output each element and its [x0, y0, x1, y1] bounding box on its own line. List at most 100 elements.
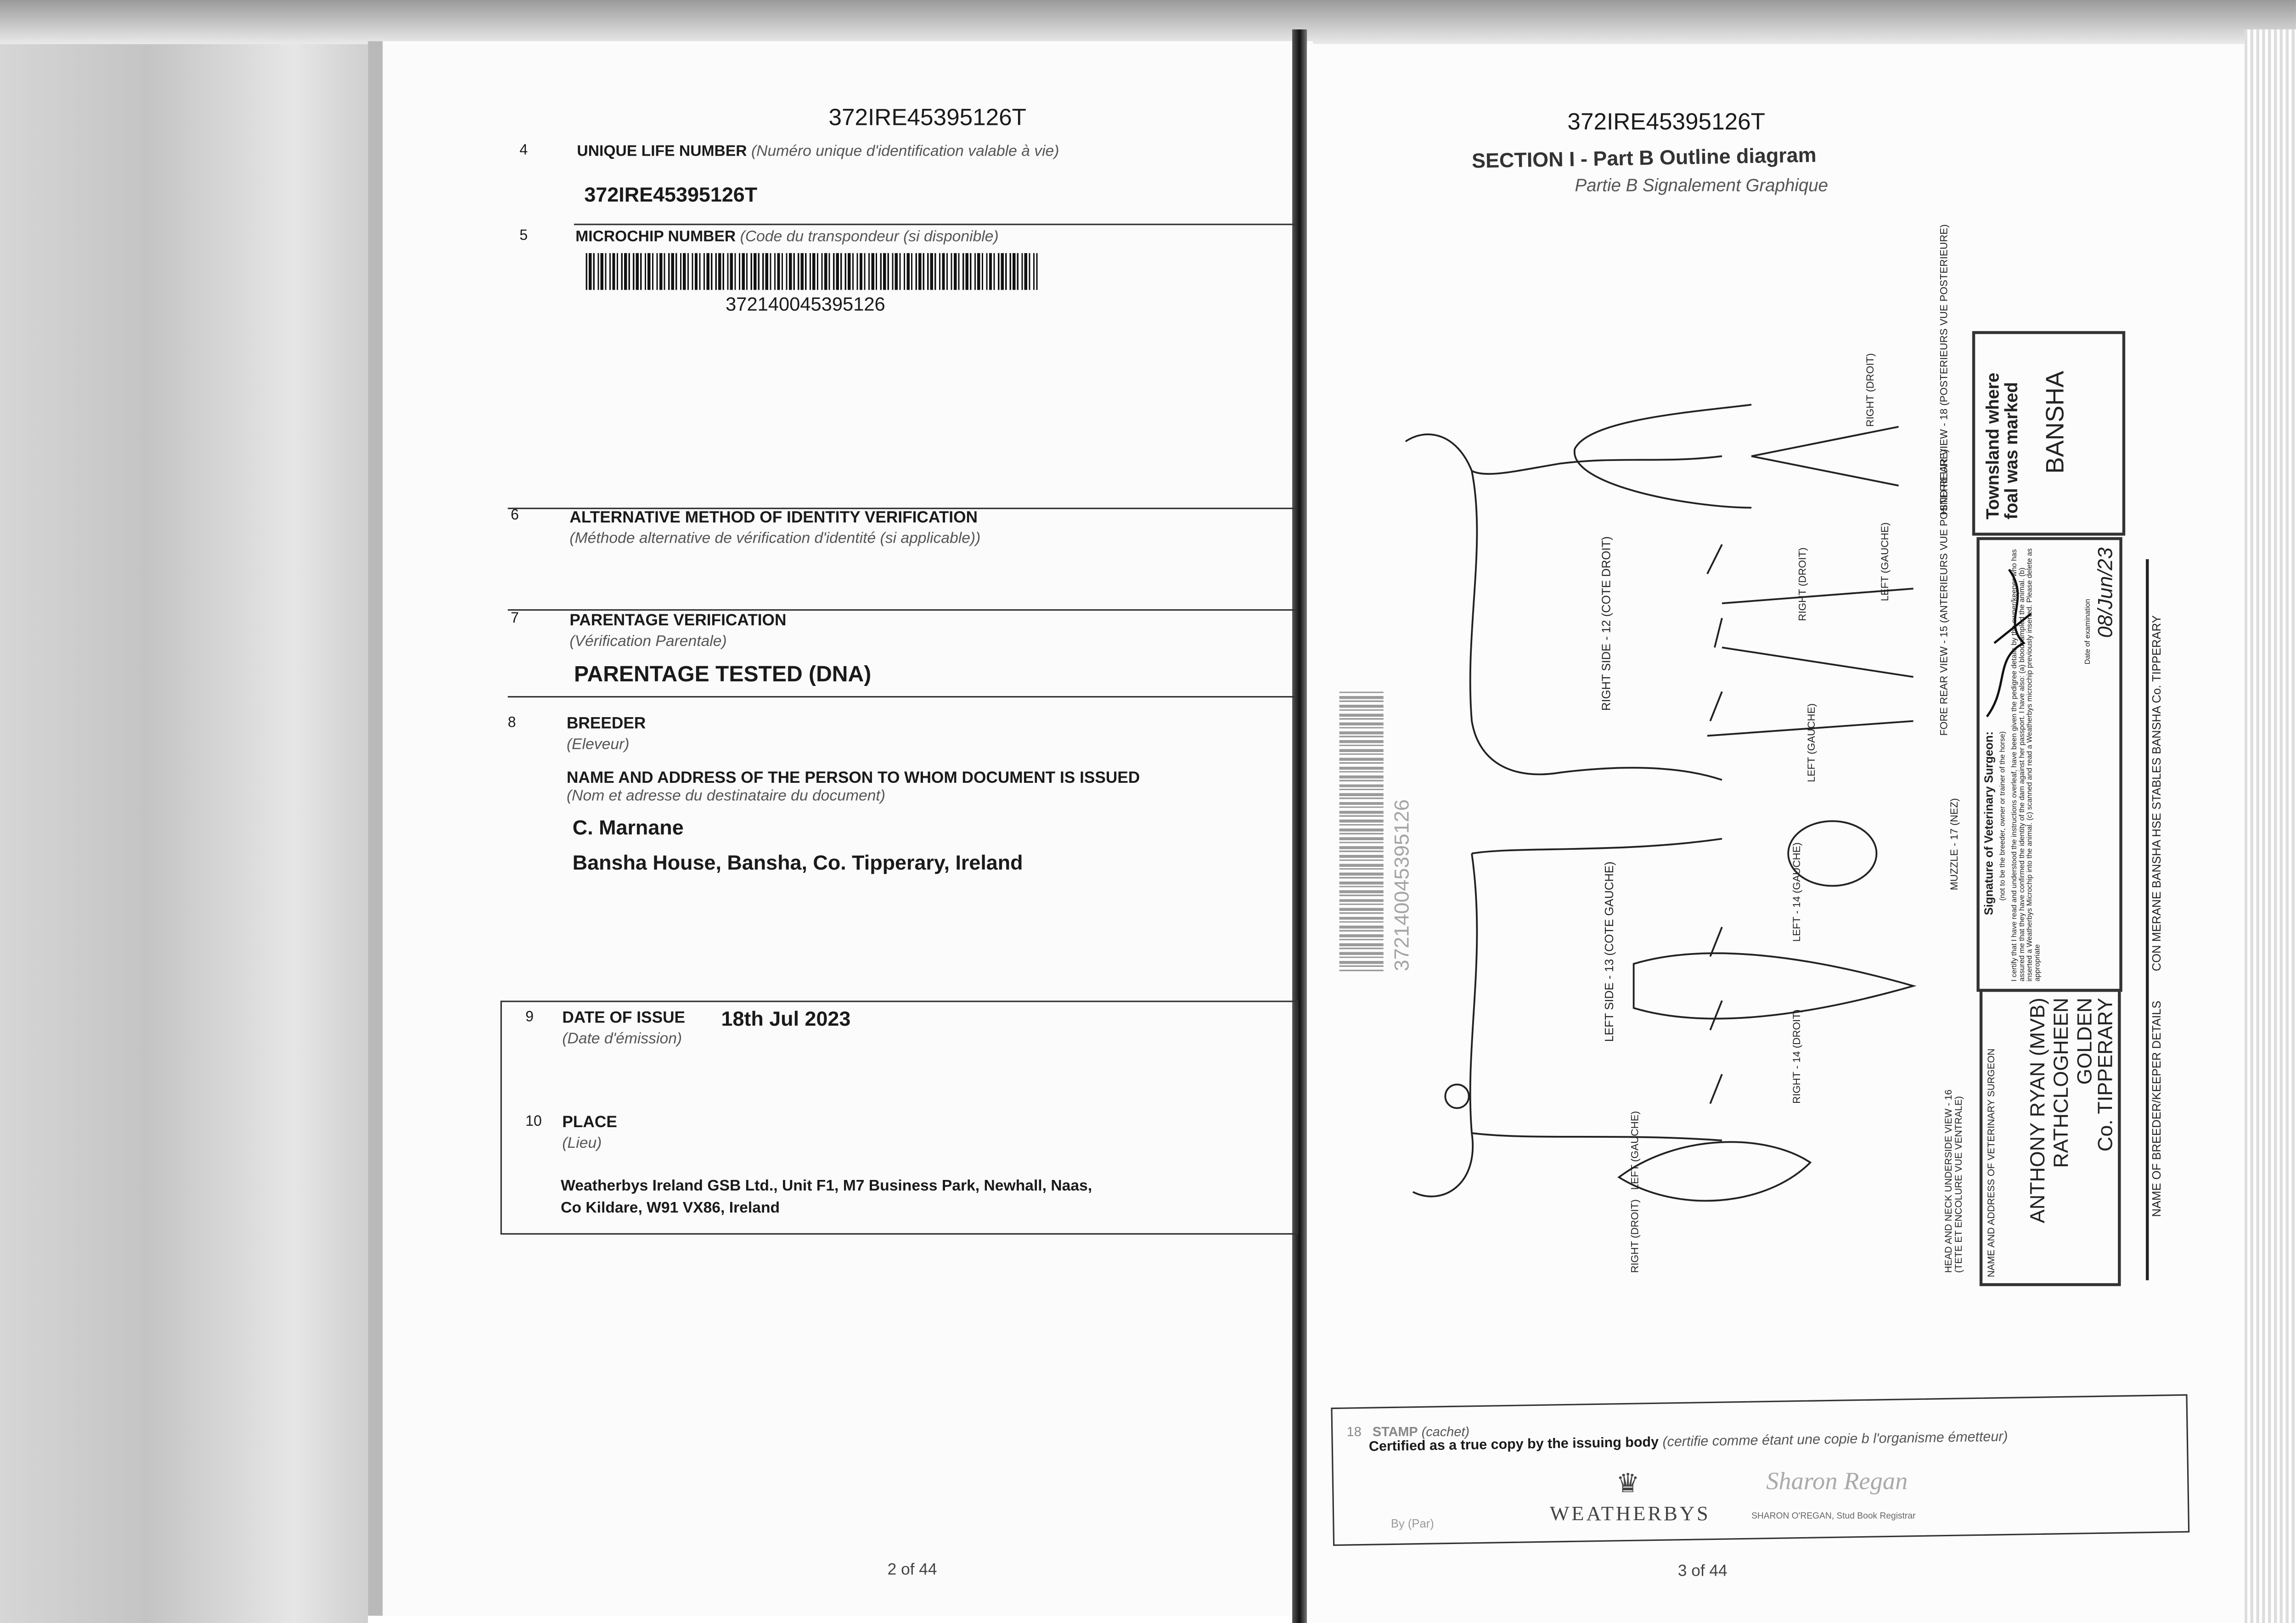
- vet-address-3: Co. TIPPERARY: [2093, 998, 2116, 1152]
- vet-address-2: GOLDEN: [2072, 998, 2096, 1085]
- section-subtitle: Partie B Signalement Graphique: [1575, 175, 1829, 196]
- label-left-14: LEFT - 14 (GAUCHE): [1792, 842, 1803, 942]
- breeder-keeper-label: NAME OF BREEDER/KEEPER DETAILS: [2150, 1000, 2164, 1217]
- registrar-name: SHARON O'REGAN, Stud Book Registrar: [1751, 1512, 1916, 1522]
- whorl-mark: [1444, 1084, 1470, 1109]
- label-right-side: RIGHT SIDE - 12 (COTE DROIT): [1599, 536, 1613, 711]
- vet-address-label: NAME AND ADDRESS OF VETERINARY SURGEON: [1986, 1048, 1998, 1278]
- label-head-left: LEFT (GAUCHE): [1631, 1111, 1641, 1190]
- recipient-label: NAME AND ADDRESS OF THE PERSON TO WHOM D…: [566, 769, 1140, 787]
- stamp-box: [1331, 1394, 2190, 1546]
- townsland-box: Townsland where foal was marked BANSHA: [1972, 331, 2126, 536]
- divider: [574, 224, 1295, 225]
- label-fr: (Numéro unique d'identification valable …: [751, 142, 1059, 161]
- label-en: MICROCHIP NUMBER: [575, 228, 736, 246]
- breeder-box-border: [2146, 559, 2149, 1280]
- section-number: 18: [1346, 1424, 1362, 1439]
- label-en: UNIQUE LIFE NUMBER: [577, 142, 747, 161]
- microchip-number: 372140045395126: [726, 292, 885, 315]
- parentage-value: PARENTAGE TESTED (DNA): [574, 662, 872, 687]
- stamp-label-en: STAMP: [1372, 1424, 1418, 1439]
- microchip-label: MICROCHIP NUMBER (Code du transpondeur (…: [575, 228, 999, 246]
- recipient-address: Bansha House, Bansha, Co. Tipperary, Ire…: [572, 850, 1023, 874]
- page-edges: [2244, 29, 2296, 1623]
- page-number: 3 of 44: [1677, 1562, 1728, 1581]
- weatherbys-crest-icon: ♛: [1616, 1468, 1640, 1498]
- section-number: 4: [519, 142, 528, 159]
- unique-life-number-value: 372IRE45395126T: [584, 182, 758, 206]
- section-number: 8: [507, 715, 516, 731]
- recipient-name: C. Marnane: [572, 815, 684, 839]
- divider: [507, 507, 1295, 509]
- head-underside-outline: [1617, 1141, 1812, 1202]
- header-id: 372IRE45395126T: [828, 106, 1027, 131]
- stamp-label: 18 STAMP (cachet): [1347, 1425, 1469, 1439]
- label-head-right: RIGHT (DROIT): [1631, 1199, 1641, 1273]
- left-side-horse-outline: [1412, 838, 1723, 1197]
- vet-signature-label: Signature of Veterinary Surgeon:: [1982, 731, 1996, 915]
- horse-outline-diagram: [1405, 404, 1917, 1202]
- vet-name: ANTHONY RYAN (MVB): [2025, 998, 2049, 1224]
- header-id: 372IRE45395126T: [1567, 110, 1765, 135]
- breeder-label-fr: (Eleveur): [566, 736, 630, 754]
- breeder-label: BREEDER: [566, 715, 646, 733]
- alt-identity-label-fr: (Méthode alternative de vérification d'i…: [569, 529, 981, 548]
- scanner-background: [0, 0, 368, 1623]
- label-left-side: LEFT SIDE - 13 (COTE GAUCHE): [1603, 861, 1616, 1042]
- book-spine: [1292, 29, 1307, 1623]
- label-fore-rear-view: FORE REAR VIEW - 15 (ANTERIEURS VUE POST…: [1940, 449, 1950, 736]
- vet-address-1: RATHCLOGHEEN: [2048, 998, 2072, 1168]
- section-number: 6: [511, 507, 519, 524]
- right-side-horse-outline: [1405, 433, 1723, 781]
- hind-rear-view-outline: [1574, 404, 1899, 509]
- townsland-value: BANSHA: [2041, 371, 2070, 474]
- label-fr: (Code du transpondeur (si disponible): [740, 228, 999, 246]
- issue-box: [500, 1000, 1298, 1235]
- fore-rear-view-outline: [1707, 588, 1913, 737]
- label-hind-right: RIGHT (DROIT): [1866, 353, 1877, 427]
- section-number: 7: [511, 611, 519, 627]
- head-top-view-outline: [1632, 952, 1917, 1020]
- section-number: 10: [525, 1114, 542, 1130]
- registrar-signature: Sharon Regan: [1766, 1467, 1908, 1495]
- date-of-issue-value: 18th Jul 2023: [721, 1006, 851, 1030]
- muzzle-outline: [1787, 820, 1878, 887]
- label-right-14: RIGHT - 14 (DROIT): [1792, 1009, 1803, 1104]
- vet-signature-box: Signature of Veterinary Surgeon: (not to…: [1976, 537, 2122, 992]
- stamp-label-fr: (cachet): [1421, 1424, 1469, 1439]
- label-fore-right: RIGHT (DROIT): [1798, 547, 1809, 621]
- place-label: PLACE: [562, 1114, 617, 1132]
- exam-date-value: 08/Jun/23: [2093, 547, 2116, 638]
- label-hind-left: LEFT (GAUCHE): [1881, 522, 1891, 601]
- place-line-2: Co Kildare, W91 VX86, Ireland: [561, 1199, 780, 1217]
- page-number: 2 of 44: [887, 1561, 937, 1579]
- ghost-barcode: [1339, 691, 1384, 972]
- date-of-issue-label: DATE OF ISSUE: [562, 1009, 686, 1028]
- vet-signature: [1986, 568, 2032, 718]
- scanner-shadow: [0, 0, 2296, 45]
- by-label: By (Par): [1390, 1517, 1434, 1531]
- weatherbys-logo: WEATHERBYS: [1549, 1504, 1711, 1526]
- parentage-label-fr: (Vérification Parentale): [569, 633, 727, 651]
- label-muzzle: MUZZLE - 17 (NEZ): [1950, 798, 1961, 891]
- label-fore-left: LEFT (GAUCHE): [1807, 703, 1818, 782]
- unique-life-number-label: UNIQUE LIFE NUMBER (Numéro unique d'iden…: [577, 143, 1059, 160]
- exam-date-label: Date of examination: [2084, 599, 2093, 665]
- vet-signature-note: (not to be the breeder, owner or trainer…: [1998, 731, 2008, 901]
- microchip-barcode: [585, 253, 1038, 290]
- breeder-keeper-value: CON MERANE BANSHA HSE STABLES BANSHA Co.…: [2150, 615, 2164, 972]
- divider: [507, 609, 1295, 611]
- section-number: 9: [525, 1009, 534, 1026]
- recipient-label-fr: (Nom et adresse du destinataire du docum…: [566, 787, 886, 805]
- place-line-1: Weatherbys Ireland GSB Ltd., Unit F1, M7…: [561, 1177, 1092, 1195]
- parentage-label: PARENTAGE VERIFICATION: [569, 612, 787, 630]
- date-of-issue-label-fr: (Date d'émission): [562, 1030, 682, 1048]
- divider: [507, 696, 1295, 698]
- place-label-fr: (Lieu): [562, 1134, 602, 1152]
- alt-identity-label: ALTERNATIVE METHOD OF IDENTITY VERIFICAT…: [569, 509, 978, 527]
- townsland-label: Townsland where foal was marked: [1982, 372, 2022, 520]
- section-number: 5: [519, 228, 528, 245]
- right-page: [1307, 44, 2264, 1623]
- label-head-neck: HEAD AND NECK UNDERSIDE VIEW - 16 (TETE …: [1944, 1089, 1965, 1273]
